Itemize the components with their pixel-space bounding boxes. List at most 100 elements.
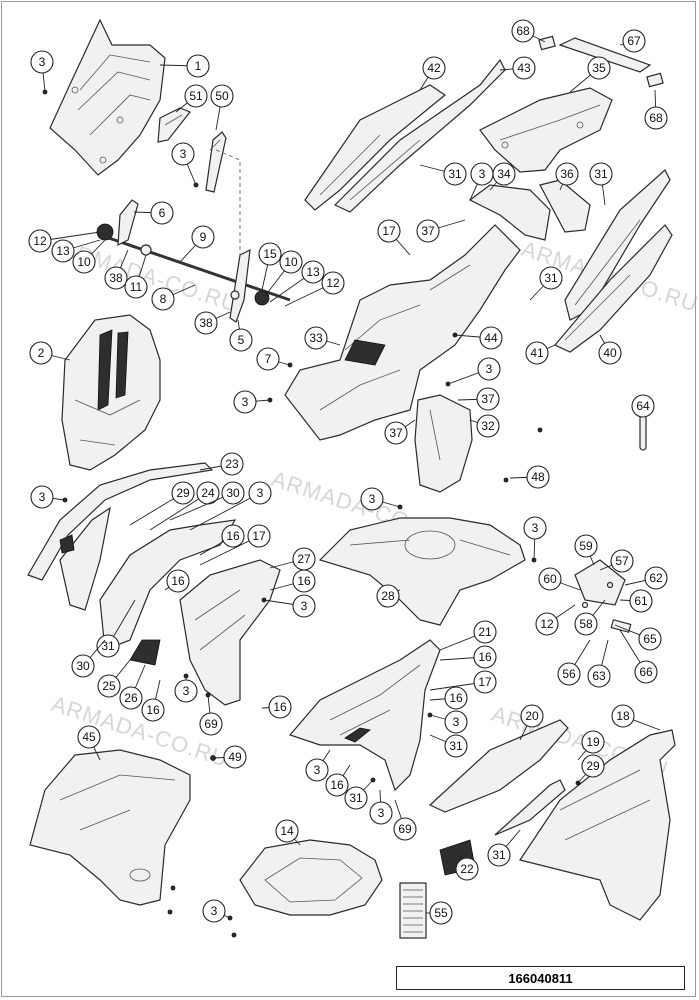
- callout-12: 12: [28, 229, 101, 253]
- callout-65: 65: [614, 624, 662, 651]
- callout-11: 11: [124, 254, 148, 299]
- callout-66: 66: [619, 629, 658, 684]
- callout-circle: [634, 660, 658, 684]
- callout-circle: [587, 56, 611, 80]
- part-centre-inner-fairing: [288, 639, 441, 792]
- callout-16: 16: [261, 695, 292, 719]
- callout-leader-line: [189, 492, 261, 531]
- callout-number: 16: [297, 574, 311, 588]
- callout-number: 3: [39, 490, 46, 504]
- callout-circle: [220, 452, 244, 476]
- callout-number: 11: [130, 280, 143, 294]
- callout-circle: [610, 549, 634, 573]
- callout-circle: [29, 341, 53, 365]
- callout-number: 31: [448, 167, 462, 181]
- callout-1: 1: [159, 54, 210, 78]
- callout-circle: [476, 387, 500, 411]
- callout-26: 26: [119, 664, 146, 710]
- callout-circle: [589, 162, 613, 186]
- callout-number: 69: [204, 717, 218, 731]
- callout-34: 34: [489, 162, 516, 191]
- callout-10: 10: [72, 239, 106, 274]
- part-left-fairing-strip: [27, 462, 214, 611]
- callout-16: 16: [269, 569, 316, 593]
- callout-49: 49: [212, 745, 247, 769]
- callout-24: 24: [149, 481, 220, 531]
- callout-circle: [191, 225, 215, 249]
- callout-circle: [535, 612, 559, 636]
- callout-3: 3: [469, 162, 494, 201]
- callout-circle: [444, 734, 468, 758]
- callout-number: 3: [486, 362, 493, 376]
- callout-number: 22: [460, 862, 474, 876]
- callout-20: 20: [519, 704, 544, 741]
- callout-18: 18: [611, 704, 661, 731]
- callout-circle: [520, 704, 544, 728]
- callout-number: 59: [579, 539, 593, 553]
- callout-number: 37: [481, 392, 495, 406]
- callout-circle: [30, 485, 54, 509]
- callout-circle: [476, 414, 500, 438]
- callout-circle: [275, 819, 299, 843]
- callout-number: 5: [238, 333, 245, 347]
- callout-number: 16: [226, 529, 240, 543]
- callout-19: 19: [577, 730, 605, 761]
- callout-number: 14: [280, 824, 294, 838]
- callout-circle: [305, 758, 329, 782]
- callout-circle: [377, 219, 401, 243]
- callout-number: 21: [478, 625, 492, 639]
- callout-circle: [292, 594, 316, 618]
- callout-number: 58: [579, 617, 593, 631]
- callout-circle: [210, 84, 234, 108]
- callout-number: 29: [586, 759, 600, 773]
- callout-number: 3: [39, 55, 46, 69]
- callout-circle: [477, 357, 501, 381]
- callout-number: 29: [176, 486, 190, 500]
- callout-circle: [268, 695, 292, 719]
- callout-circle: [223, 745, 247, 769]
- callout-58: 58: [574, 599, 606, 636]
- callout-9: 9: [179, 225, 215, 263]
- part-windshield-brackets: [157, 107, 227, 193]
- callout-circle: [141, 698, 165, 722]
- callout-number: 16: [171, 574, 185, 588]
- callout-63: 63: [587, 639, 611, 688]
- callout-circle: [622, 29, 646, 53]
- part-side-fairing-inner: [99, 519, 281, 706]
- callout-38: 38: [194, 311, 231, 335]
- callout-circle: [444, 710, 468, 734]
- callout-55: 55: [426, 901, 453, 925]
- callout-16: 16: [199, 524, 245, 556]
- callout-number: 37: [421, 224, 435, 238]
- callout-number: 31: [492, 848, 506, 862]
- callout-3: 3: [189, 481, 272, 531]
- callout-circle: [186, 54, 210, 78]
- callout-number: 30: [76, 659, 90, 673]
- callout-number: 3: [301, 599, 308, 613]
- callout-25: 25: [97, 659, 131, 698]
- callout-48: 48: [509, 465, 550, 489]
- callout-42: 42: [419, 56, 446, 91]
- callout-number: 16: [146, 703, 160, 717]
- callout-circle: [150, 201, 174, 225]
- callout-circle: [151, 287, 175, 311]
- callout-circle: [97, 674, 121, 698]
- callout-number: 30: [226, 486, 240, 500]
- callout-number: 62: [649, 571, 663, 585]
- callout-number: 56: [562, 667, 576, 681]
- callout-30: 30: [71, 639, 106, 678]
- part-windshield: [49, 18, 166, 176]
- callout-3: 3: [447, 357, 501, 385]
- callout-circle: [525, 341, 549, 365]
- part-rear-hugger: [414, 394, 473, 493]
- callout-15: 15: [258, 242, 282, 291]
- callout-number: 37: [389, 426, 403, 440]
- callout-38: 38: [104, 249, 129, 290]
- callout-circle: [321, 271, 345, 295]
- callout-number: 3: [314, 763, 321, 777]
- callout-circle: [221, 481, 245, 505]
- callout-number: 16: [449, 691, 463, 705]
- callout-40: 40: [598, 334, 622, 365]
- callout-44: 44: [454, 326, 503, 350]
- callout-number: 49: [228, 750, 242, 764]
